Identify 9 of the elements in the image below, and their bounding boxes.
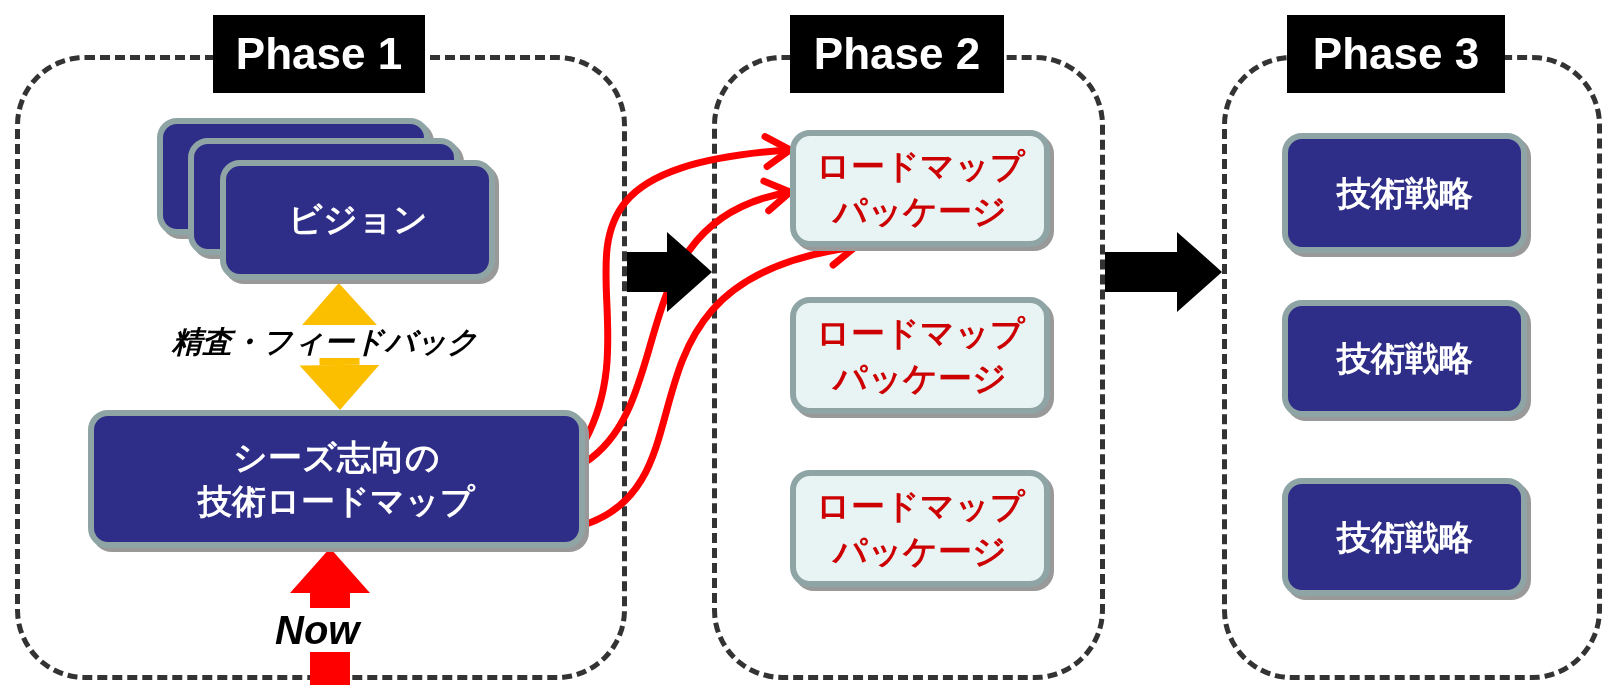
block-arrow <box>627 231 712 312</box>
card-title: ビジョン <box>287 199 428 240</box>
block-arrow <box>1105 231 1222 312</box>
block-arrow <box>299 283 380 410</box>
phase-label: Phase 3 <box>1287 15 1505 93</box>
edge-label: 精査・フィードバック <box>172 325 478 358</box>
phase-label: Phase 2 <box>790 15 1004 93</box>
phase-label: Phase 1 <box>213 15 425 93</box>
edge-label: Now <box>275 608 360 652</box>
